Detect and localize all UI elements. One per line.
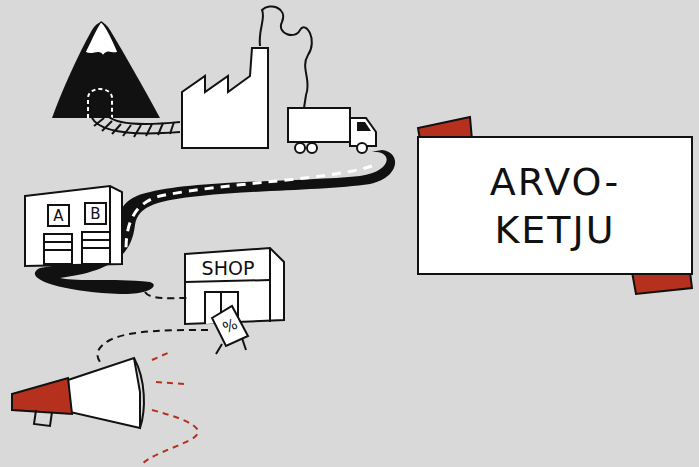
shop-edge [269,248,271,322]
snow-cap [85,22,118,56]
shop-sign-line [185,280,270,282]
banner-flap [632,272,692,294]
dashed-path [97,330,208,362]
rail [92,118,180,133]
megaphone-rim [134,358,144,428]
road-centerline [126,166,372,250]
warehouse-sign [85,203,106,224]
truck-window [357,122,371,131]
tunnel [88,89,112,118]
rail-sleepers [94,118,174,137]
banner [418,137,692,274]
road [35,150,395,294]
dashed-path [145,292,190,298]
factory [182,48,268,148]
illustration-label: A [53,207,63,225]
warehouse-sign [48,205,69,226]
megaphone-cone [68,358,140,428]
warehouse-doors [44,232,110,264]
sale-sign-leg [216,344,222,354]
sale-sign-leg [242,338,246,350]
title-banner: ARVO- KETJU [418,137,692,274]
sound-lines [140,352,198,466]
warehouse [25,186,122,266]
truck-body [288,108,350,142]
illustration-label: B [90,205,100,223]
rail [108,116,180,124]
illustration-label: SHOP [202,257,255,279]
megaphone-handle [34,410,52,426]
truck-cab [350,118,376,146]
banner-text: ARVO- KETJU [480,158,630,254]
truck-wheels [295,143,367,153]
smoke [260,6,312,108]
megaphone-body [12,378,72,414]
mountain [52,23,160,119]
